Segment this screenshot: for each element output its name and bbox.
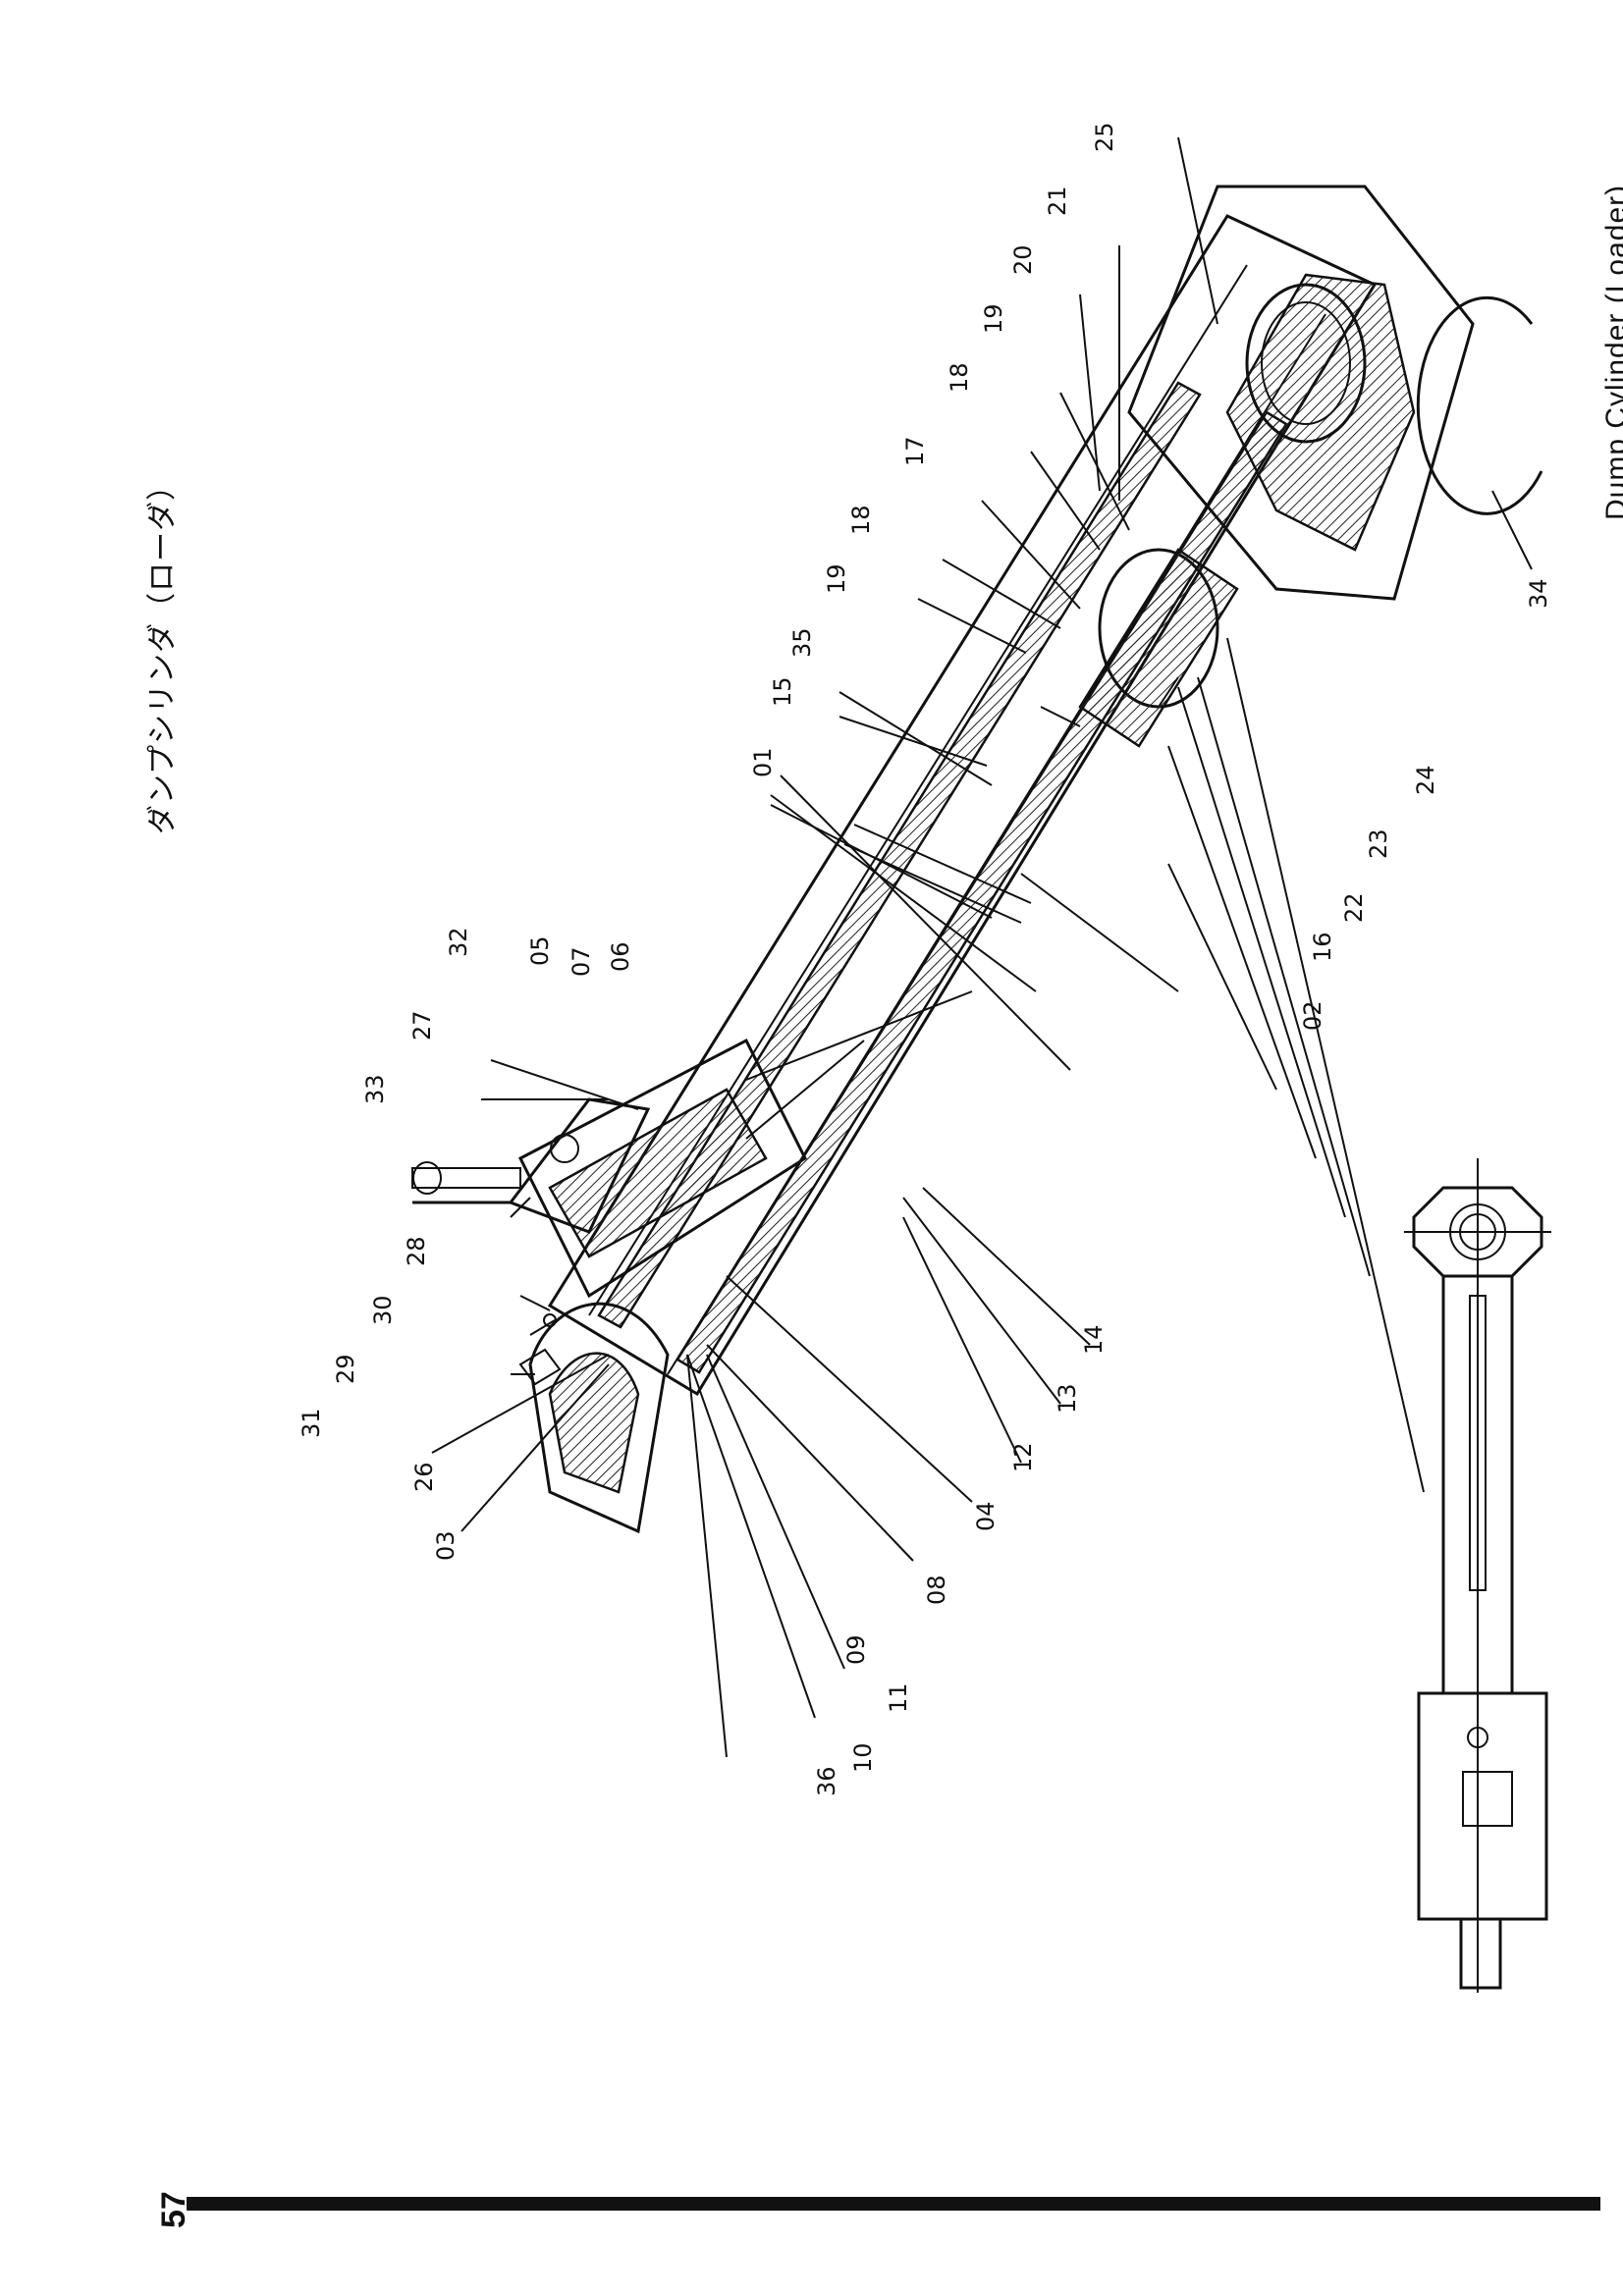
part-label: 31 xyxy=(298,1408,325,1438)
part-label: 34 xyxy=(1525,578,1552,609)
part-label: 30 xyxy=(369,1295,397,1325)
side-view-drawing xyxy=(1404,1158,1551,1993)
part-label: 14 xyxy=(1080,1324,1108,1355)
part-label: 02 xyxy=(1299,1000,1326,1031)
part-label: 36 xyxy=(813,1766,840,1796)
rod-end-eye xyxy=(1127,185,1475,601)
part-label: 03 xyxy=(432,1530,460,1561)
valve-block xyxy=(411,1097,651,1386)
part-label: 13 xyxy=(1054,1383,1081,1414)
part-label: 09 xyxy=(842,1634,870,1665)
part-label: 24 xyxy=(1412,765,1439,795)
part-label: 35 xyxy=(788,627,816,658)
part-label: 33 xyxy=(361,1074,389,1104)
part-label: 32 xyxy=(445,927,472,957)
part-label: 05 xyxy=(526,935,554,966)
part-label: 19 xyxy=(980,303,1007,334)
part-label: 01 xyxy=(749,747,777,777)
part-label: 27 xyxy=(408,1010,436,1041)
part-label: 10 xyxy=(849,1742,877,1773)
part-label: 04 xyxy=(972,1501,1000,1531)
leader-lines xyxy=(431,136,1533,1758)
part-label: 23 xyxy=(1365,828,1392,859)
piston-assembly xyxy=(1078,548,1239,748)
part-label: 22 xyxy=(1340,892,1368,923)
part-label: 06 xyxy=(607,941,634,972)
part-label: 18 xyxy=(847,505,875,535)
part-label: 07 xyxy=(568,946,595,977)
part-label: 17 xyxy=(901,436,929,466)
head-cutaway xyxy=(517,1038,807,1534)
part-label: 19 xyxy=(823,563,850,594)
part-label: 28 xyxy=(403,1236,430,1266)
part-label: 21 xyxy=(1044,186,1071,216)
part-label: 25 xyxy=(1091,122,1118,152)
part-label: 26 xyxy=(410,1462,438,1492)
part-labels: 01 02 03 04 05 06 07 08 09 10 11 12 13 1… xyxy=(298,122,1552,1796)
snap-ring xyxy=(1416,295,1543,515)
part-label: 11 xyxy=(885,1682,912,1713)
part-label: 20 xyxy=(1009,244,1037,275)
part-label: 08 xyxy=(923,1575,950,1605)
part-label: 15 xyxy=(769,676,796,707)
part-label: 12 xyxy=(1009,1442,1037,1472)
part-label: 16 xyxy=(1309,932,1336,962)
part-label: 18 xyxy=(946,362,973,393)
part-label: 29 xyxy=(332,1354,359,1384)
footer-rule xyxy=(187,2197,1600,2211)
